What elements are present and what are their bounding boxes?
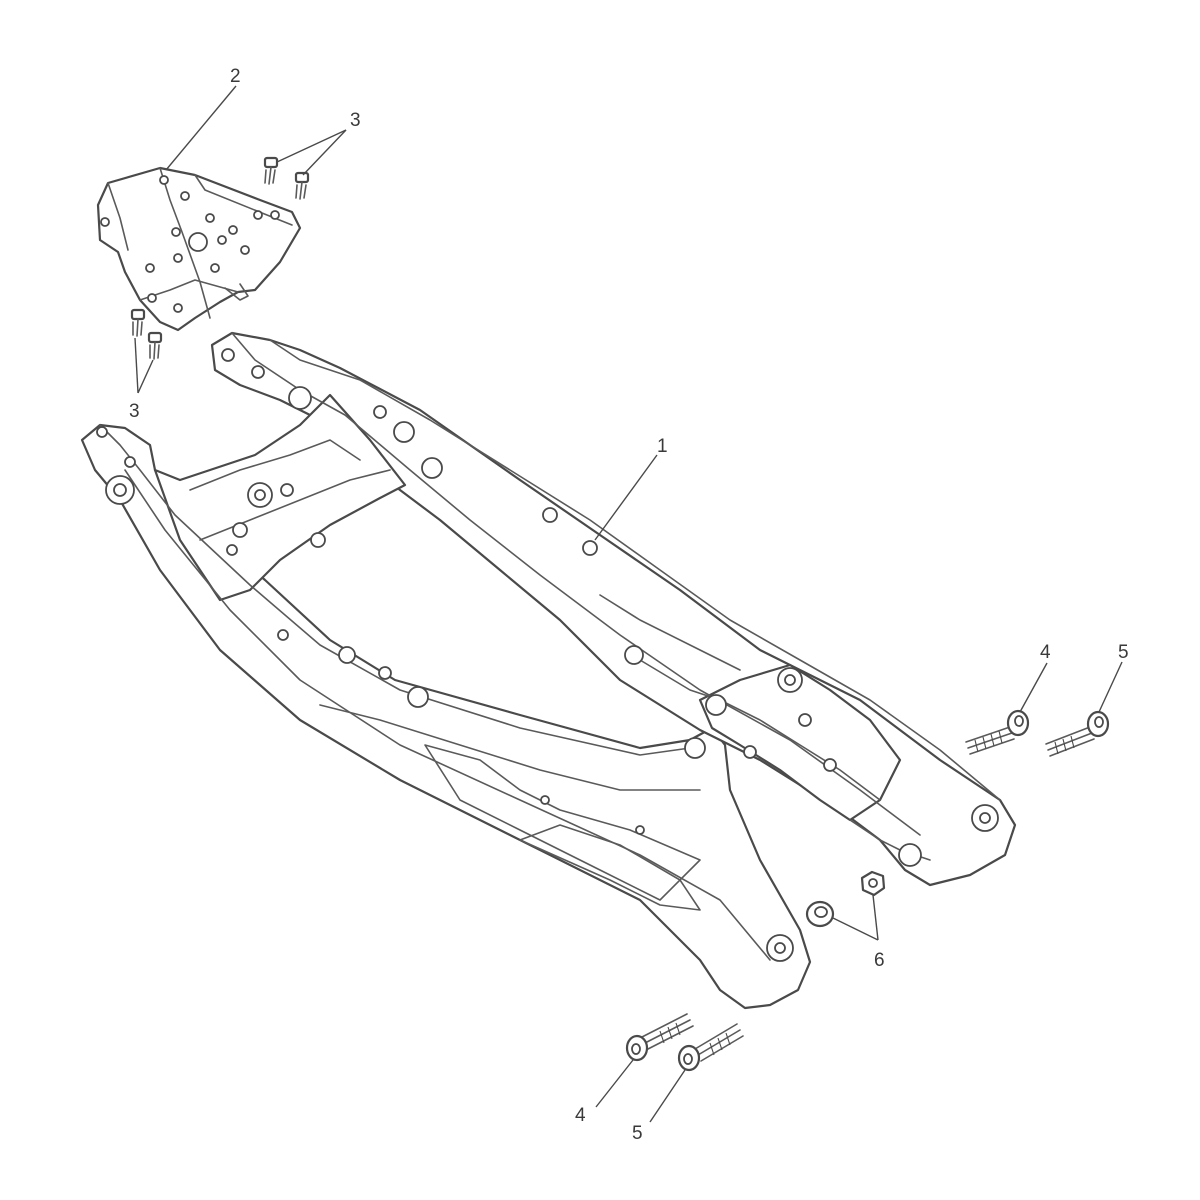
seat-bracket	[96, 166, 302, 332]
screw-3-c	[130, 308, 146, 337]
callout-5-lower: 5	[632, 1123, 643, 1144]
bolt-4-upper	[965, 709, 1030, 755]
callout-2: 2	[230, 66, 241, 87]
screw-3-d	[147, 331, 163, 360]
bolt-5-upper	[1045, 710, 1110, 757]
rear-subframe	[80, 331, 1017, 1010]
callout-3-lower: 3	[129, 401, 140, 422]
screw-3-a	[263, 156, 279, 185]
nut-6-b	[805, 900, 835, 928]
bolt-5-lower	[677, 1023, 744, 1072]
callout-4-upper: 4	[1040, 642, 1051, 663]
callout-5-upper: 5	[1118, 642, 1129, 663]
callout-1: 1	[657, 436, 668, 457]
nut-6-a	[860, 870, 886, 897]
callout-3-upper: 3	[350, 110, 361, 131]
callout-6: 6	[874, 950, 885, 971]
screw-3-b	[294, 171, 310, 200]
callout-4-lower: 4	[575, 1105, 586, 1126]
leader-lines	[134, 85, 1123, 1123]
bolt-4-lower	[625, 1013, 694, 1062]
